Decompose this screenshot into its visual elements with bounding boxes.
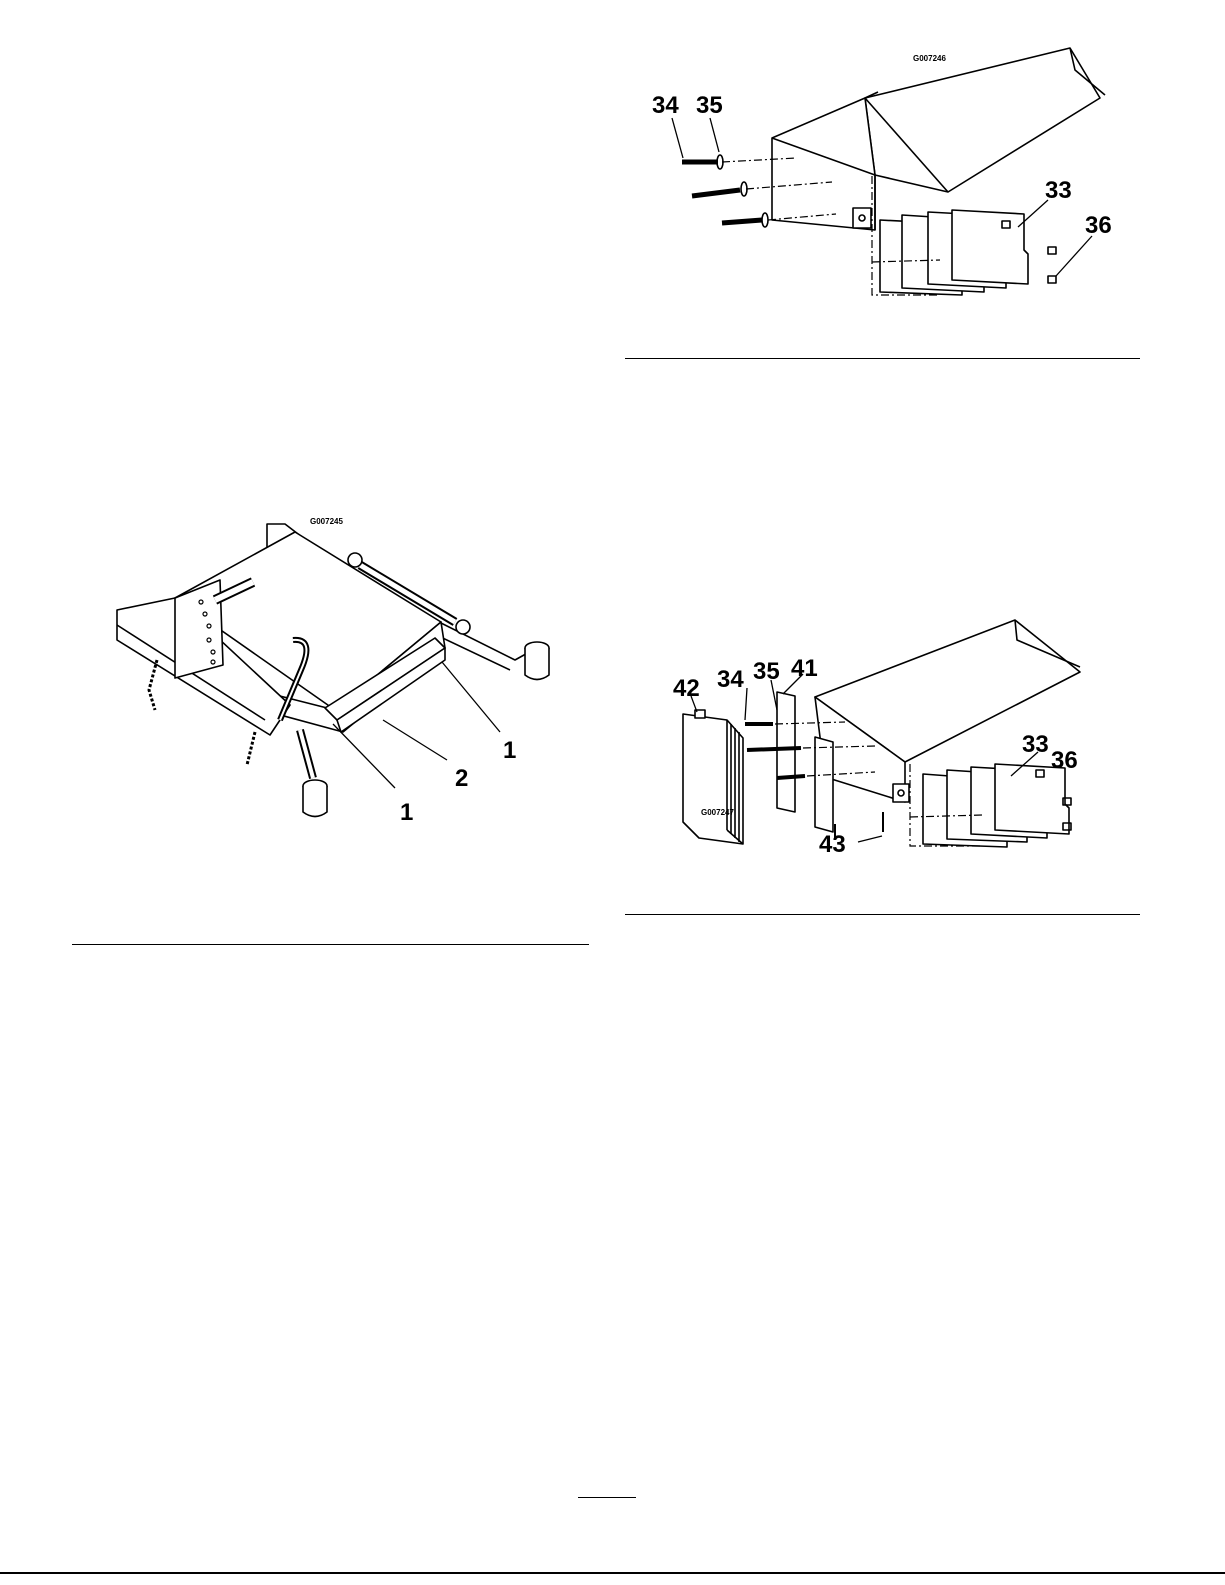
callout-41: 41 bbox=[791, 655, 818, 682]
page-number-underline bbox=[578, 1497, 636, 1498]
callout-33: 33 bbox=[1045, 177, 1072, 204]
figure-traction-frame: G007245 1 1 2 bbox=[105, 510, 585, 830]
traction-frame-drawing: G007245 1 1 2 bbox=[105, 510, 585, 830]
section-rule-bottom-right bbox=[625, 914, 1140, 915]
callout-42: 42 bbox=[673, 675, 700, 702]
weight-bracket-drawing: G007246 34 35 33 36 bbox=[640, 40, 1140, 320]
figure-code: G007246 bbox=[913, 54, 946, 63]
callout-36: 36 bbox=[1085, 212, 1112, 239]
callout-34: 34 bbox=[717, 666, 744, 693]
callout-35: 35 bbox=[753, 658, 780, 685]
callout-43: 43 bbox=[819, 831, 846, 858]
figure-code: G007245 bbox=[310, 517, 343, 526]
weight-bracket-weights-drawing: G007247 42 34 35 41 33 36 43 bbox=[665, 612, 1125, 862]
callout-2: 2 bbox=[455, 765, 468, 792]
callout-36: 36 bbox=[1051, 747, 1078, 774]
figure-weight-bracket: G007246 34 35 33 36 bbox=[640, 40, 1140, 320]
callout-1-right: 1 bbox=[503, 737, 516, 764]
callout-33: 33 bbox=[1022, 731, 1049, 758]
page-bottom-rule bbox=[0, 1572, 1225, 1574]
callout-34: 34 bbox=[652, 92, 679, 119]
section-rule-left bbox=[72, 944, 589, 945]
section-rule-top-right bbox=[625, 358, 1140, 359]
callout-35: 35 bbox=[696, 92, 723, 119]
figure-code: G007247 bbox=[701, 808, 734, 817]
callout-1-left: 1 bbox=[400, 799, 413, 826]
figure-weight-bracket-with-weights: G007247 42 34 35 41 33 36 43 bbox=[665, 612, 1125, 862]
